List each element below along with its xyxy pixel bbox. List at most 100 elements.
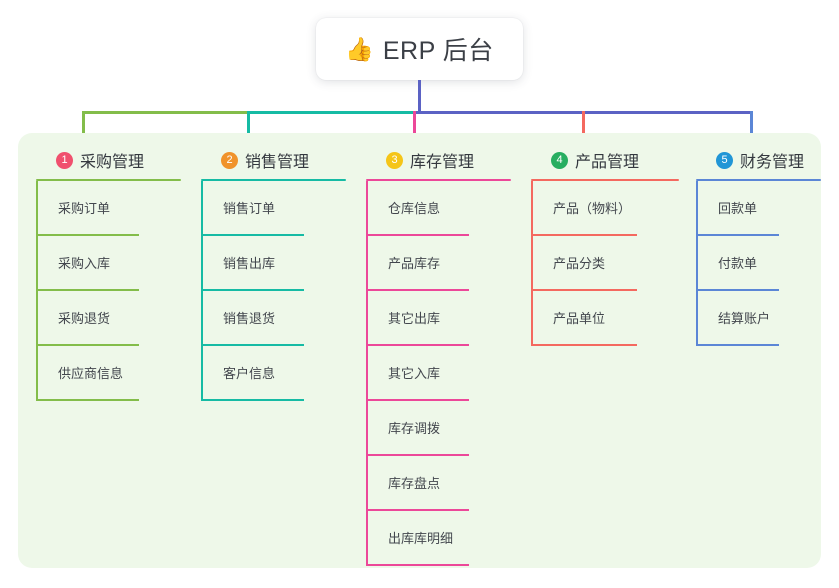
item-spine [531, 291, 533, 346]
column-采购管理: 1 采购管理采购订单采购入库采购退货供应商信息 [36, 148, 181, 401]
column-badge-4: 4 [551, 151, 568, 169]
item-underline [201, 234, 304, 236]
item-label: 采购入库 [58, 256, 111, 271]
item-underline [531, 289, 637, 291]
item-label: 产品分类 [553, 256, 606, 271]
column-badge-2: 2 [221, 151, 238, 169]
item-label: 其它出库 [388, 311, 441, 326]
item-label: 供应商信息 [58, 366, 124, 381]
item-underline [201, 344, 304, 346]
root-node-card[interactable]: 👍 ERP 后台 [316, 18, 523, 80]
item-underline [36, 289, 139, 291]
column-header-rule [36, 179, 181, 181]
list-item[interactable]: 回款单 [696, 181, 821, 236]
list-item[interactable]: 库存盘点 [366, 456, 511, 511]
root-node-title: ERP 后台 [382, 37, 494, 65]
item-spine [366, 401, 368, 456]
column-badge-5: 5 [716, 151, 733, 169]
item-label: 仓库信息 [388, 201, 441, 216]
item-label: 产品库存 [388, 256, 441, 271]
item-spine [36, 291, 38, 346]
item-spine [696, 236, 698, 291]
item-label: 库存调拨 [388, 421, 441, 436]
item-label: 库存盘点 [388, 476, 441, 491]
item-label: 采购订单 [58, 201, 111, 216]
column-header-2[interactable]: 2 销售管理 [201, 148, 346, 179]
item-underline [36, 234, 139, 236]
column-badge-3: 3 [386, 151, 403, 169]
list-item[interactable]: 产品分类 [531, 236, 679, 291]
item-label: 销售订单 [223, 201, 276, 216]
list-item[interactable]: 仓库信息 [366, 181, 511, 236]
list-item[interactable]: 采购入库 [36, 236, 181, 291]
item-spine [201, 346, 203, 401]
item-label: 采购退货 [58, 311, 111, 326]
item-label: 付款单 [718, 256, 758, 271]
column-header-rule [366, 179, 511, 181]
item-underline [531, 234, 637, 236]
item-label: 结算账户 [718, 311, 771, 326]
column-title: 采购管理 [80, 154, 145, 171]
list-item[interactable]: 销售退货 [201, 291, 346, 346]
item-underline [366, 399, 469, 401]
item-spine [696, 291, 698, 346]
item-spine [531, 236, 533, 291]
column-badge-1: 1 [56, 151, 73, 169]
list-item[interactable]: 采购退货 [36, 291, 181, 346]
column-title: 财务管理 [740, 154, 805, 171]
column-items: 采购订单采购入库采购退货供应商信息 [36, 181, 181, 401]
item-underline [366, 564, 469, 566]
item-label: 销售出库 [223, 256, 276, 271]
item-spine [201, 291, 203, 346]
list-item[interactable]: 客户信息 [201, 346, 346, 401]
column-产品管理: 4 产品管理产品（物料） 产品分类产品单位 [531, 148, 679, 346]
item-underline [366, 289, 469, 291]
item-underline [696, 234, 779, 236]
item-underline [366, 344, 469, 346]
item-underline [366, 509, 469, 511]
list-item[interactable]: 结算账户 [696, 291, 821, 346]
item-underline [201, 289, 304, 291]
item-underline [531, 344, 637, 346]
item-underline [36, 399, 139, 401]
list-item[interactable]: 供应商信息 [36, 346, 181, 401]
item-underline [201, 399, 304, 401]
list-item[interactable]: 出库库明细 [366, 511, 511, 566]
item-spine [36, 236, 38, 291]
column-items: 仓库信息产品库存其它出库其它入库库存调拨库存盘点出库库明细 [366, 181, 511, 566]
column-销售管理: 2 销售管理销售订单销售出库销售退货客户信息 [201, 148, 346, 401]
list-item[interactable]: 采购订单 [36, 181, 181, 236]
column-items: 销售订单销售出库销售退货客户信息 [201, 181, 346, 401]
column-header-rule [531, 179, 679, 181]
column-header-4[interactable]: 4 产品管理 [531, 148, 679, 179]
mindmap-panel [18, 133, 821, 568]
item-spine [201, 181, 203, 236]
item-label: 其它入库 [388, 366, 441, 381]
column-header-5[interactable]: 5 财务管理 [696, 148, 821, 179]
item-underline [696, 289, 779, 291]
column-header-1[interactable]: 1 采购管理 [36, 148, 181, 179]
list-item[interactable]: 库存调拨 [366, 401, 511, 456]
column-header-3[interactable]: 3 库存管理 [366, 148, 511, 179]
list-item[interactable]: 付款单 [696, 236, 821, 291]
item-underline [366, 234, 469, 236]
list-item[interactable]: 其它入库 [366, 346, 511, 401]
column-title: 产品管理 [575, 154, 640, 171]
column-title: 销售管理 [245, 154, 310, 171]
list-item[interactable]: 销售订单 [201, 181, 346, 236]
item-spine [366, 291, 368, 346]
list-item[interactable]: 产品库存 [366, 236, 511, 291]
item-spine [36, 181, 38, 236]
column-财务管理: 5 财务管理回款单付款单结算账户 [696, 148, 821, 346]
column-header-rule [696, 179, 821, 181]
list-item[interactable]: 产品（物料） [531, 181, 679, 236]
list-item[interactable]: 销售出库 [201, 236, 346, 291]
item-label: 产品单位 [553, 311, 606, 326]
list-item[interactable]: 其它出库 [366, 291, 511, 346]
item-spine [366, 511, 368, 566]
list-item[interactable]: 产品单位 [531, 291, 679, 346]
column-title: 库存管理 [410, 154, 475, 171]
item-label: 出库库明细 [388, 531, 454, 546]
item-spine [366, 236, 368, 291]
